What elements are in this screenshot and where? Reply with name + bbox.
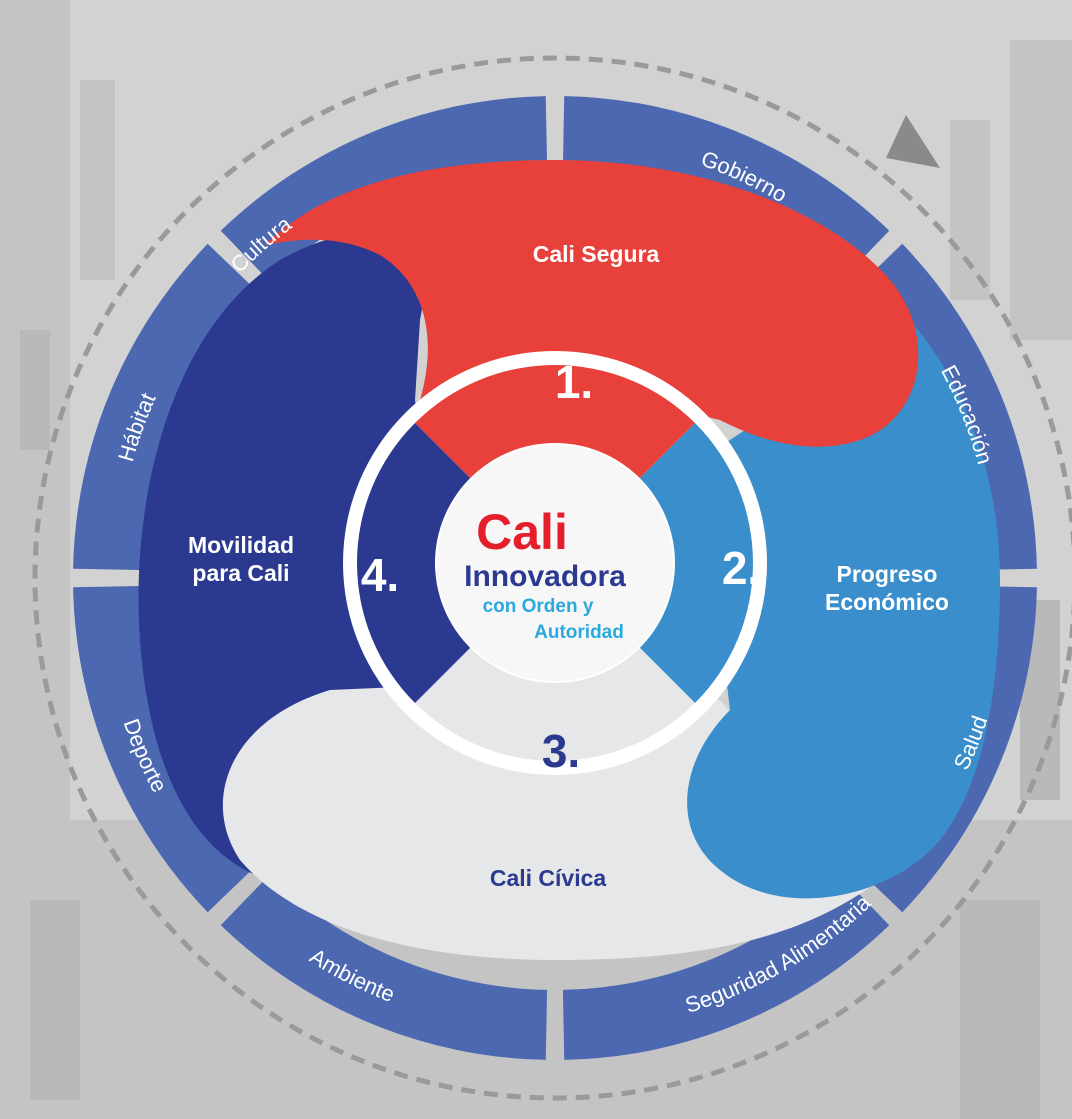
center-disc-shade	[437, 445, 673, 681]
pillar-4-label-line1: Movilidad	[188, 532, 294, 558]
sector-habitat	[73, 243, 259, 571]
pillar-4-number: 4.	[361, 549, 399, 601]
pillar-1-number: 1.	[555, 356, 593, 408]
center-tagline-line2: Autoridad	[534, 622, 624, 643]
sector-ambiente	[220, 874, 548, 1060]
pillar-3-number: 3.	[542, 725, 580, 777]
orbit-dashed-circle	[32, 55, 1072, 1101]
inner-ring	[343, 351, 767, 775]
pillar-4-label-line2: para Cali	[192, 560, 289, 586]
pillar-2-label-line1: Progreso	[837, 561, 938, 587]
pillar-2-shape	[687, 290, 1000, 899]
center-tagline-line1: con Orden y	[483, 596, 594, 617]
pillar-3-label: Cali Cívica	[490, 865, 607, 891]
center-title: Cali	[476, 504, 568, 560]
pillar-1-label: Cali Segura	[533, 241, 660, 267]
pillar-2-label-line2: Económico	[825, 589, 949, 615]
orbit-arrowhead-icon	[886, 115, 940, 168]
pillar-2-number: 2.	[722, 542, 760, 594]
pillar-blob	[138, 160, 1000, 960]
pillar-1-shape	[265, 160, 919, 447]
center-subtitle: Innovadora	[464, 560, 626, 593]
